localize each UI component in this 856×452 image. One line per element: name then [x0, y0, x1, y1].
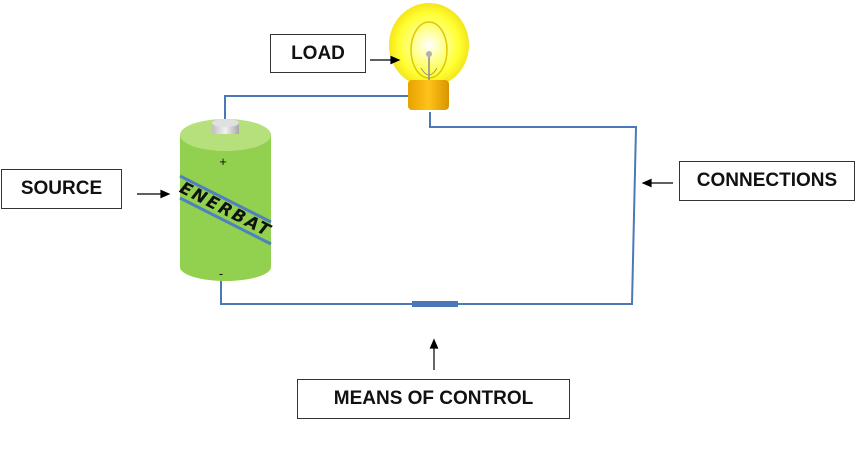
battery-top — [180, 119, 271, 151]
arrow-connections-head — [641, 178, 652, 188]
battery-cap-top — [212, 119, 239, 127]
arrow-load-head — [390, 55, 401, 65]
wire-top-right — [429, 112, 638, 305]
battery-negative-terminal: - — [219, 266, 223, 281]
connection-wires — [220, 95, 638, 305]
battery-cap — [212, 123, 239, 134]
means-of-control-label: MEANS OF CONTROL — [297, 379, 570, 419]
pointer-arrows — [137, 55, 673, 370]
battery-stripe-lower — [179, 196, 272, 246]
load-label: LOAD — [270, 34, 366, 73]
arrow-means-of-control-head — [429, 338, 439, 349]
light-bulb-load — [389, 3, 469, 110]
bulb-base — [408, 80, 449, 110]
battery-positive-terminal: + — [219, 154, 227, 169]
arrow-source-head — [160, 189, 171, 199]
wire-bottom-left — [220, 280, 412, 305]
bulb-glow — [389, 3, 469, 87]
battery-stripe-upper — [179, 174, 272, 224]
bulb-filament — [426, 51, 432, 57]
battery-source: ENERBAT + - — [176, 119, 275, 281]
switch-means-of-control — [412, 301, 458, 307]
source-label: SOURCE — [1, 169, 122, 209]
battery-bottom — [180, 253, 271, 281]
bulb-neck — [420, 67, 438, 76]
connections-label: CONNECTIONS — [679, 161, 855, 201]
battery-body — [180, 135, 271, 267]
